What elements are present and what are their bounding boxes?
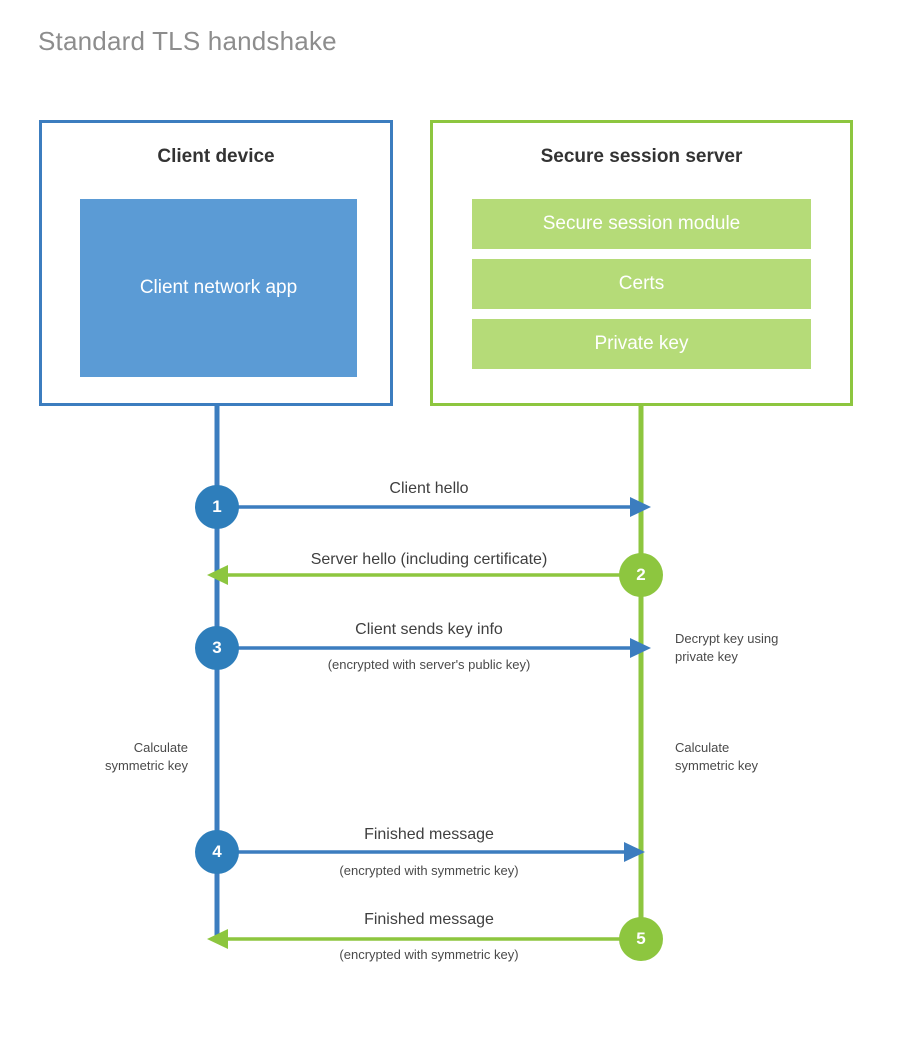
annotation-server-decrypt: Decrypt key using private key: [675, 631, 779, 664]
arrow-step-3: [217, 638, 651, 658]
secure-session-server-box: Secure session server Secure session mod…: [430, 120, 853, 406]
client-device-box: Client device Client network app: [39, 120, 393, 406]
message-sublabel-3: (encrypted with server's public key): [327, 657, 531, 672]
arrow-step-1: [217, 497, 651, 517]
server-component-private-key: Private key: [472, 319, 811, 369]
page-title: Standard TLS handshake: [38, 26, 337, 56]
arrow-step-4: [217, 842, 645, 862]
annotation-client-calculate-symmetric-key: Calculate symmetric key: [104, 740, 188, 773]
step-number-5: 5: [636, 929, 646, 948]
message-sublabel-4: (encrypted with symmetric key): [339, 863, 519, 878]
step-number-3: 3: [212, 638, 222, 657]
arrow-step-5: [207, 929, 641, 949]
server-component-secure-session-module: Secure session module: [472, 199, 811, 249]
message-label-4: Finished message: [364, 826, 494, 843]
message-label-3: Client sends key info: [355, 621, 503, 638]
message-label-5: Finished message: [364, 911, 494, 928]
client-network-app-block: Client network app: [80, 199, 357, 377]
message-label-1: Client hello: [389, 480, 469, 497]
secure-session-server-title: Secure session server: [540, 146, 743, 167]
server-component-list: Secure session module Certs Private key: [472, 199, 811, 369]
message-sublabel-5: (encrypted with symmetric key): [339, 947, 519, 962]
step-number-4: 4: [212, 842, 222, 861]
step-number-1: 1: [212, 497, 222, 516]
step-number-2: 2: [636, 565, 646, 584]
server-component-certs: Certs: [472, 259, 811, 309]
message-label-2: Server hello (including certificate): [310, 551, 548, 568]
annotation-server-calculate-symmetric-key: Calculate symmetric key: [675, 740, 759, 773]
client-device-title: Client device: [157, 146, 275, 167]
